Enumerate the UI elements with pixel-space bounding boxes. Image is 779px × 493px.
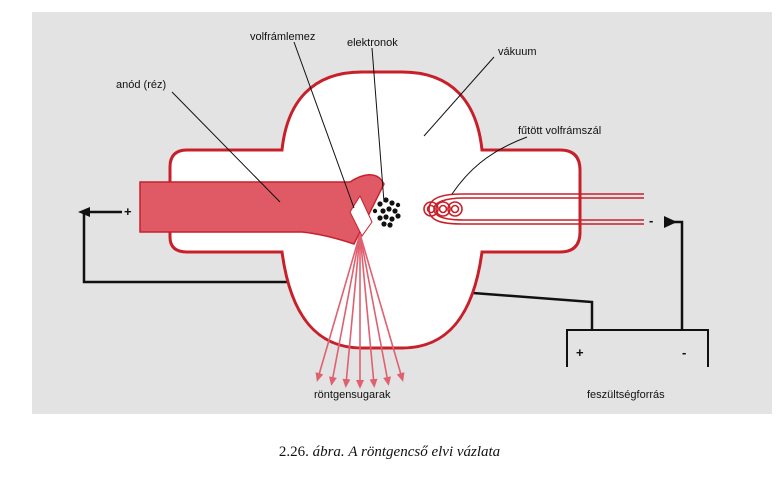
label-power-source: feszültségforrás (587, 389, 665, 401)
label-electrons: elektronok (347, 37, 398, 49)
source-minus-sign: - (682, 345, 686, 360)
label-xrays: röntgensugarak (314, 389, 391, 401)
cathode-arrow-icon (664, 216, 677, 228)
label-filament: fűtött volfrámszál (518, 125, 601, 137)
label-anode: anód (réz) (116, 79, 166, 91)
anode-plus-sign: + (124, 204, 132, 219)
source-plus-sign: + (576, 345, 584, 360)
anode-arrow-icon (78, 207, 90, 217)
label-tungsten-plate: volfrámlemez (250, 31, 315, 43)
caption-title: A röntgencső elvi vázlata (348, 444, 501, 460)
leader-lines (171, 41, 528, 209)
cathode-filament (423, 193, 644, 225)
electron-cloud (372, 197, 401, 228)
anode-rod (139, 174, 385, 245)
power-source-box (566, 329, 709, 367)
caption-abra: ábra. (312, 444, 345, 460)
cathode-minus-sign: - (649, 213, 653, 228)
figure-caption: 2.26. ábra. A röntgencső elvi vázlata (0, 444, 779, 461)
xray-beams (315, 233, 405, 389)
tungsten-plate (349, 194, 373, 237)
xray-tube-diagram: anód (réz) volfrámlemez elektronok vákuu… (32, 12, 772, 414)
caption-number: 2.26. (278, 444, 309, 460)
label-vacuum: vákuum (498, 46, 537, 58)
